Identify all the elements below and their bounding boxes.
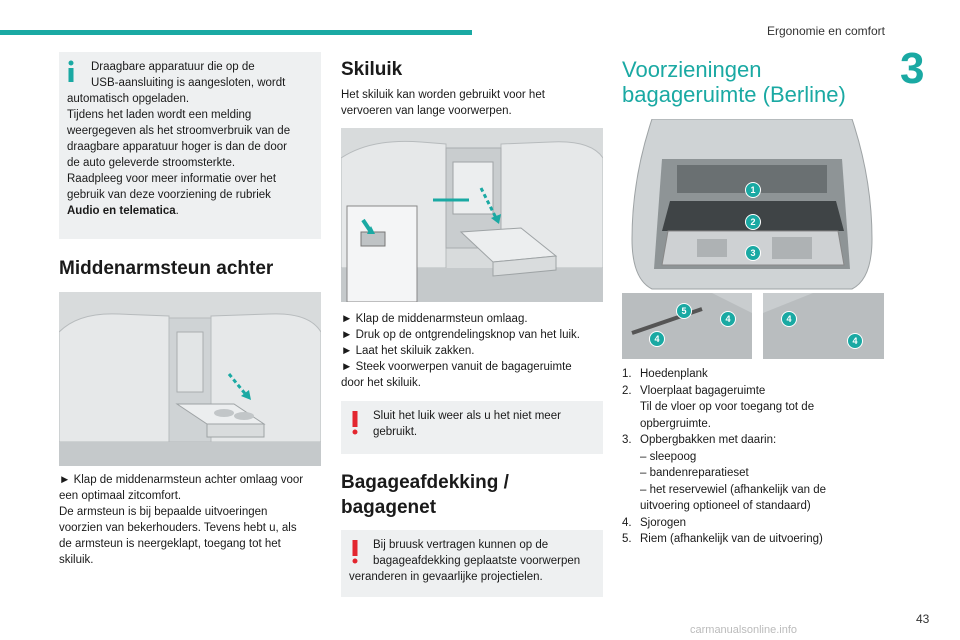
heading-bagageafdekking: Bagageafdekking / bagagenet <box>341 470 603 520</box>
heading-line: bagageruimte (Berline) <box>622 82 846 107</box>
legend-item: 5. Riem (afhankelijk van de uitvoering) <box>622 531 884 548</box>
warning-line: bagageafdekking geplaatste voorwerpen <box>373 555 581 567</box>
info-line: weergegeven als het stroomverbruik van d… <box>67 125 291 137</box>
warning-icon <box>352 411 358 435</box>
section-title: Ergonomie en comfort <box>766 24 885 38</box>
info-line: automatisch opgeladen. <box>67 93 190 105</box>
legend-text: uitvoering optioneel of standaard) <box>640 500 811 512</box>
info-end: . <box>175 205 179 217</box>
legend-number: 2. <box>622 384 632 397</box>
column-3: Voorzieningen bagageruimte (Berline) 1 2… <box>622 52 884 548</box>
warning-box-1: Sluit het luik weer als u het niet meer … <box>341 401 603 454</box>
skiluik-step: ► Laat het skiluik zakken. <box>341 345 475 357</box>
column-2: Skiluik Het skiluik kan worden gebruikt … <box>341 52 603 597</box>
heading-voorzieningen: Voorzieningen bagageruimte (Berline) <box>622 57 884 107</box>
legend-item: 4. Sjorogen <box>622 515 884 532</box>
legend-item: opbergruimte. <box>622 416 884 433</box>
info-line: Tijdens het laden wordt een melding <box>67 109 252 121</box>
legend-item: Til de vloer op voor toegang tot de <box>622 399 884 416</box>
legend-text: Opbergbakken met daarin: <box>640 434 777 446</box>
skiluik-step: ► Druk op de ontgrendelingsknop van het … <box>341 329 580 341</box>
legend-text: Hoedenplank <box>640 368 708 380</box>
legend-number: 4. <box>622 516 632 529</box>
legend-item: – bandenreparatieset <box>622 465 884 482</box>
armrest-illustration <box>59 292 321 466</box>
callout-4: 4 <box>781 311 797 327</box>
info-bold-ref: Audio en telematica <box>67 205 176 217</box>
skiluik-intro: vervoeren van lange voorwerpen. <box>341 105 512 117</box>
chapter-number: 3 <box>900 44 925 93</box>
info-line: Raadpleeg voor meer informatie over het <box>67 173 277 185</box>
legend-number: 5. <box>622 533 632 545</box>
warning-line: Sluit het luik weer als u het niet meer <box>373 410 561 422</box>
heading-line: bagagenet <box>341 497 437 518</box>
trunk-left-detail: 5 4 4 <box>622 293 752 359</box>
callout-4: 4 <box>847 333 863 349</box>
legend-item: 2. Vloerplaat bagageruimte <box>622 383 884 400</box>
legend-item: 1. Hoedenplank <box>622 366 884 383</box>
trunk-right-drawing <box>763 293 884 359</box>
info-line: de auto geleverde stroomsterkte. <box>67 157 236 169</box>
armrest-text: skiluik. <box>59 554 94 566</box>
armrest-drawing <box>59 292 321 466</box>
legend-text: opbergruimte. <box>640 417 711 430</box>
warning-line: Bij bruusk vertragen kunnen op de <box>373 539 549 551</box>
heading-line: Bagageafdekking / <box>341 472 509 493</box>
heading-skiluik: Skiluik <box>341 59 403 80</box>
callout-3: 3 <box>745 245 761 261</box>
header-accent-bar <box>0 30 472 35</box>
skiluik-illustration <box>341 128 603 302</box>
legend-item: 3. Opbergbakken met daarin: <box>622 432 884 449</box>
legend-text: Riem (afhankelijk van de uitvoering) <box>640 533 823 545</box>
warning-line: veranderen in gevaarlijke projectielen. <box>349 571 543 583</box>
heading-middenarmsteun: Middenarmsteun achter <box>59 258 274 279</box>
skiluik-drawing <box>341 128 603 302</box>
skiluik-step: door het skiluik. <box>341 377 421 389</box>
callout-1: 1 <box>745 182 761 198</box>
callout-4: 4 <box>649 331 665 347</box>
info-line: gebruik van deze voorziening de rubriek <box>67 189 271 201</box>
warning-icon <box>352 540 358 564</box>
callout-5: 5 <box>676 303 692 319</box>
armrest-text: De armsteun is bij bepaalde uitvoeringen <box>59 506 268 518</box>
legend-text: Vloerplaat bagageruimte <box>640 384 766 397</box>
trunk-right-detail: 4 4 <box>763 293 884 359</box>
info-line-bold: Audio en telematica. <box>67 203 313 219</box>
trunk-illustration: 1 2 3 <box>622 119 884 293</box>
info-box: Draagbare apparatuur die op de USB-aansl… <box>59 52 321 239</box>
armrest-text: de armsteun is neergeklapt, toegang tot … <box>59 538 281 550</box>
info-icon <box>68 60 74 82</box>
armrest-text: een optimaal zitcomfort. <box>59 490 182 502</box>
legend-item: uitvoering optioneel of standaard) <box>622 498 884 515</box>
callout-2: 2 <box>745 214 761 230</box>
legend-text: – bandenreparatieset <box>640 467 749 479</box>
legend-text: Til de vloer op voor toegang tot de <box>640 401 815 413</box>
page-number: 43 <box>916 612 930 626</box>
warning-line: gebruikt. <box>373 426 418 438</box>
legend-text: – sleepoog <box>640 450 697 463</box>
legend-text: – het reservewiel (afhankelijk van de <box>640 483 827 496</box>
watermark: carmanualsonline.info <box>690 624 798 636</box>
legend-item: – sleepoog <box>622 449 884 466</box>
legend-number: 1. <box>622 368 632 380</box>
skiluik-intro: Het skiluik kan worden gebruikt voor het <box>341 89 545 101</box>
legend-number: 3. <box>622 434 632 446</box>
trunk-drawing <box>622 119 884 293</box>
legend-text: Sjorogen <box>640 516 687 529</box>
column-1: Draagbare apparatuur die op de USB-aansl… <box>59 52 321 568</box>
info-line: Draagbare apparatuur die op de <box>91 61 255 73</box>
warning-box-2: Bij bruusk vertragen kunnen op de bagage… <box>341 530 603 597</box>
heading-line: Voorzieningen <box>622 57 762 82</box>
armrest-step: ► Klap de middenarmsteun achter omlaag v… <box>59 474 304 486</box>
info-line: USB-aansluiting is aangesloten, wordt <box>91 77 286 89</box>
callout-4: 4 <box>720 311 736 327</box>
skiluik-step: ► Klap de middenarmsteun omlaag. <box>341 313 528 325</box>
skiluik-step: ► Steek voorwerpen vanuit de bagageruimt… <box>341 361 572 373</box>
armrest-text: voorzien van bekerhouders. Tevens hebt u… <box>59 522 297 534</box>
legend-item: – het reservewiel (afhankelijk van de <box>622 482 884 499</box>
info-line: draagbare apparatuur hoger is dan de doo… <box>67 141 287 153</box>
